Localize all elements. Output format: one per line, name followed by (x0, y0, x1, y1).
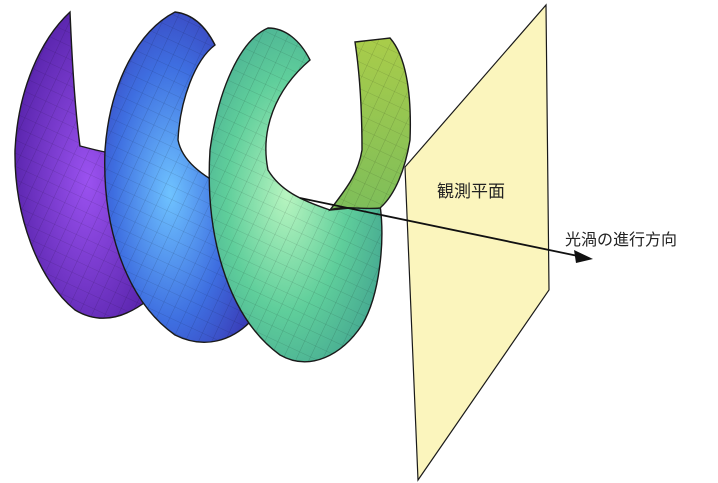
observation-plane (404, 3, 550, 482)
helix-turn-3 (208, 27, 383, 363)
helix-turn-2 (104, 11, 251, 343)
arrow-right-icon (299, 197, 593, 263)
propagation-direction-label: 光渦の進行方向 (565, 230, 678, 249)
observation-plane-label: 観測平面 (437, 182, 505, 202)
helix-turn-4 (328, 37, 412, 212)
